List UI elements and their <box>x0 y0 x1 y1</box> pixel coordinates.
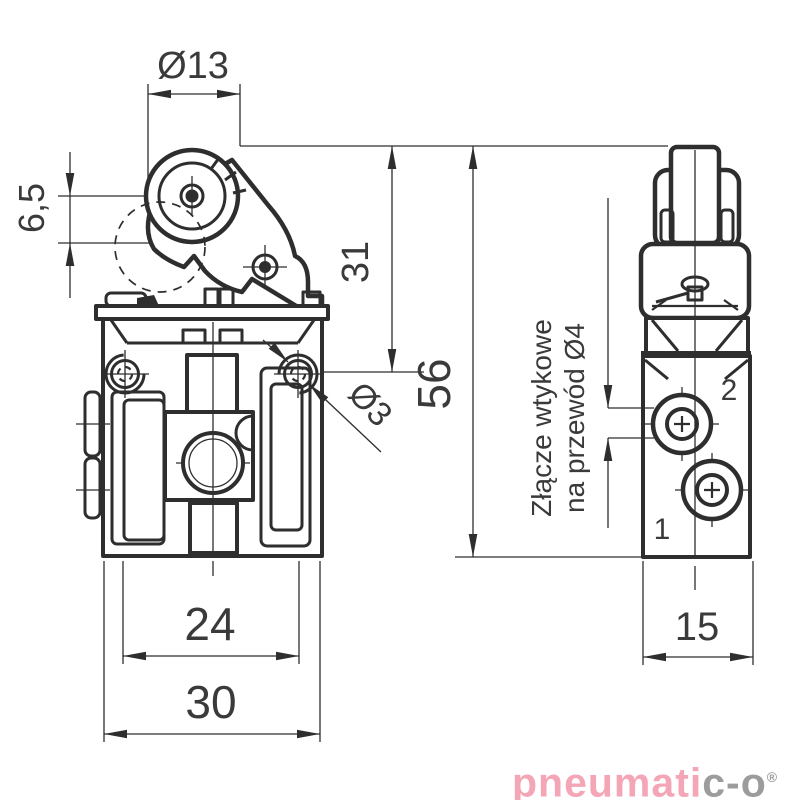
side-tab-lower <box>83 456 102 520</box>
dim-body-width: 30 <box>185 676 236 728</box>
side-tab-ticks <box>76 423 110 491</box>
side-view: 2 1 <box>638 144 752 559</box>
dim-total-height: 56 <box>408 358 460 409</box>
neck-slot-left <box>181 328 207 345</box>
port-1-label: 1 <box>654 513 671 546</box>
logo-gray-part: c-o <box>702 759 767 800</box>
roller-pressed-position <box>114 201 206 293</box>
callout-line1: Złącze wtykowe <box>526 319 557 517</box>
dim-roller-diameter: Ø13 <box>157 45 229 87</box>
dim-roller-travel: 6,5 <box>11 183 52 233</box>
port-2-label: 2 <box>721 374 738 407</box>
logo-pink-part: pneumati <box>512 759 703 800</box>
dimensions: Ø13 6,5 31 56 Ø3 24 30 15 <box>11 45 753 739</box>
dim-lever-height: 31 <box>335 241 377 283</box>
roller-wheel <box>143 147 247 245</box>
front-view <box>76 147 330 558</box>
port-1 <box>675 453 749 527</box>
callout-line2: na przewód Ø4 <box>559 323 590 513</box>
dim-screw-hole-diameter: Ø3 <box>341 375 400 434</box>
block-notch <box>234 414 254 452</box>
left-stop-wedge <box>137 295 159 306</box>
right-column-inner <box>269 382 304 532</box>
valve-body-side <box>641 354 752 559</box>
housing-lever-edge <box>655 291 689 304</box>
neck-band-diagonals <box>650 319 744 352</box>
dim-mount-spacing: 24 <box>184 598 235 650</box>
mount-screw-right <box>274 350 322 398</box>
neck-slot-right <box>218 328 244 345</box>
lever-pivot-screw <box>243 245 287 289</box>
dim-body-depth: 15 <box>675 605 720 649</box>
neck-band <box>644 316 750 355</box>
registered-mark: ® <box>766 769 778 785</box>
mount-screw-left <box>101 350 149 398</box>
body-chamfers <box>644 358 749 381</box>
extension-lines <box>58 84 754 742</box>
plug-connector-callout: Złącze wtykowe na przewód Ø4 <box>526 198 654 528</box>
center-top-channel <box>185 353 239 414</box>
pneumatico-logo: pneumatic-o® <box>512 757 777 800</box>
port-2 <box>645 387 719 461</box>
